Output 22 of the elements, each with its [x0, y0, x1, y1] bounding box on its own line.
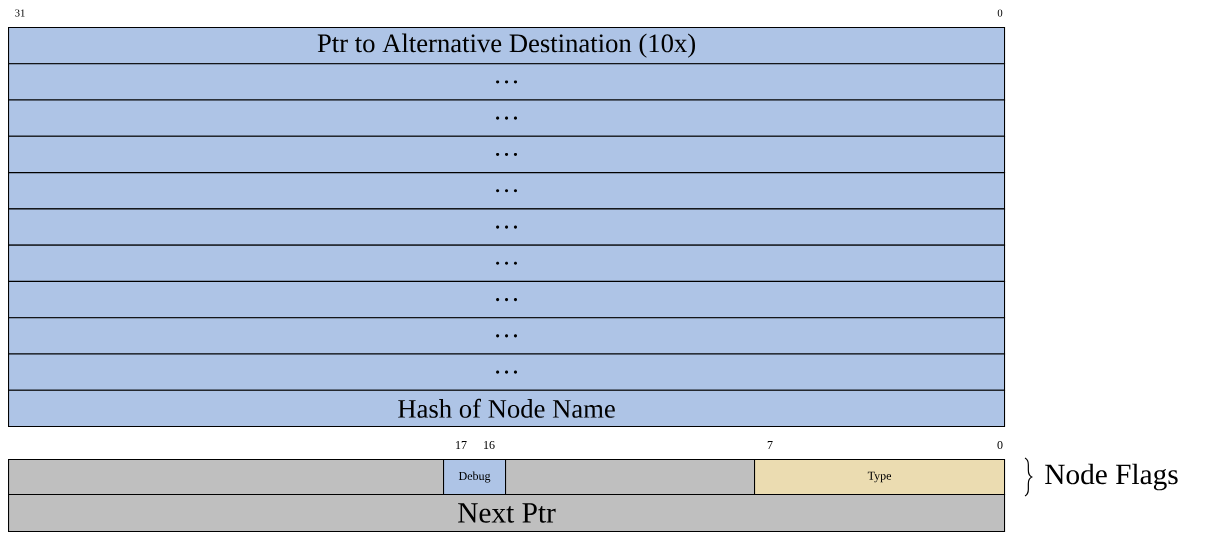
bit-number: 17	[456, 441, 467, 449]
field-cell: …	[8, 353, 1006, 391]
field-cell: …	[8, 244, 1006, 282]
field-cell: …	[8, 317, 1006, 355]
field-cell	[505, 459, 756, 496]
field-cell: Type	[754, 459, 1006, 496]
field-cell: …	[8, 99, 1006, 137]
bit-number: 0	[997, 440, 1003, 450]
field-cell: …	[8, 172, 1006, 210]
field-cell: …	[8, 135, 1006, 174]
bit-number: 7	[767, 441, 773, 449]
field-cell: Ptr to Alternative Destination (10x)	[8, 27, 1006, 65]
bit-number: 31	[15, 9, 25, 17]
field-cell: Hash of Node Name	[8, 389, 1006, 428]
group-label: Node Flags	[1045, 463, 1178, 491]
field-cell: …	[8, 280, 1006, 319]
field-cell	[8, 459, 445, 496]
field-cell: Debug	[443, 459, 507, 496]
bit-number: 0	[997, 9, 1003, 17]
field-cell: …	[8, 63, 1006, 101]
bit-number: 16	[484, 440, 495, 450]
field-cell: …	[8, 208, 1006, 246]
